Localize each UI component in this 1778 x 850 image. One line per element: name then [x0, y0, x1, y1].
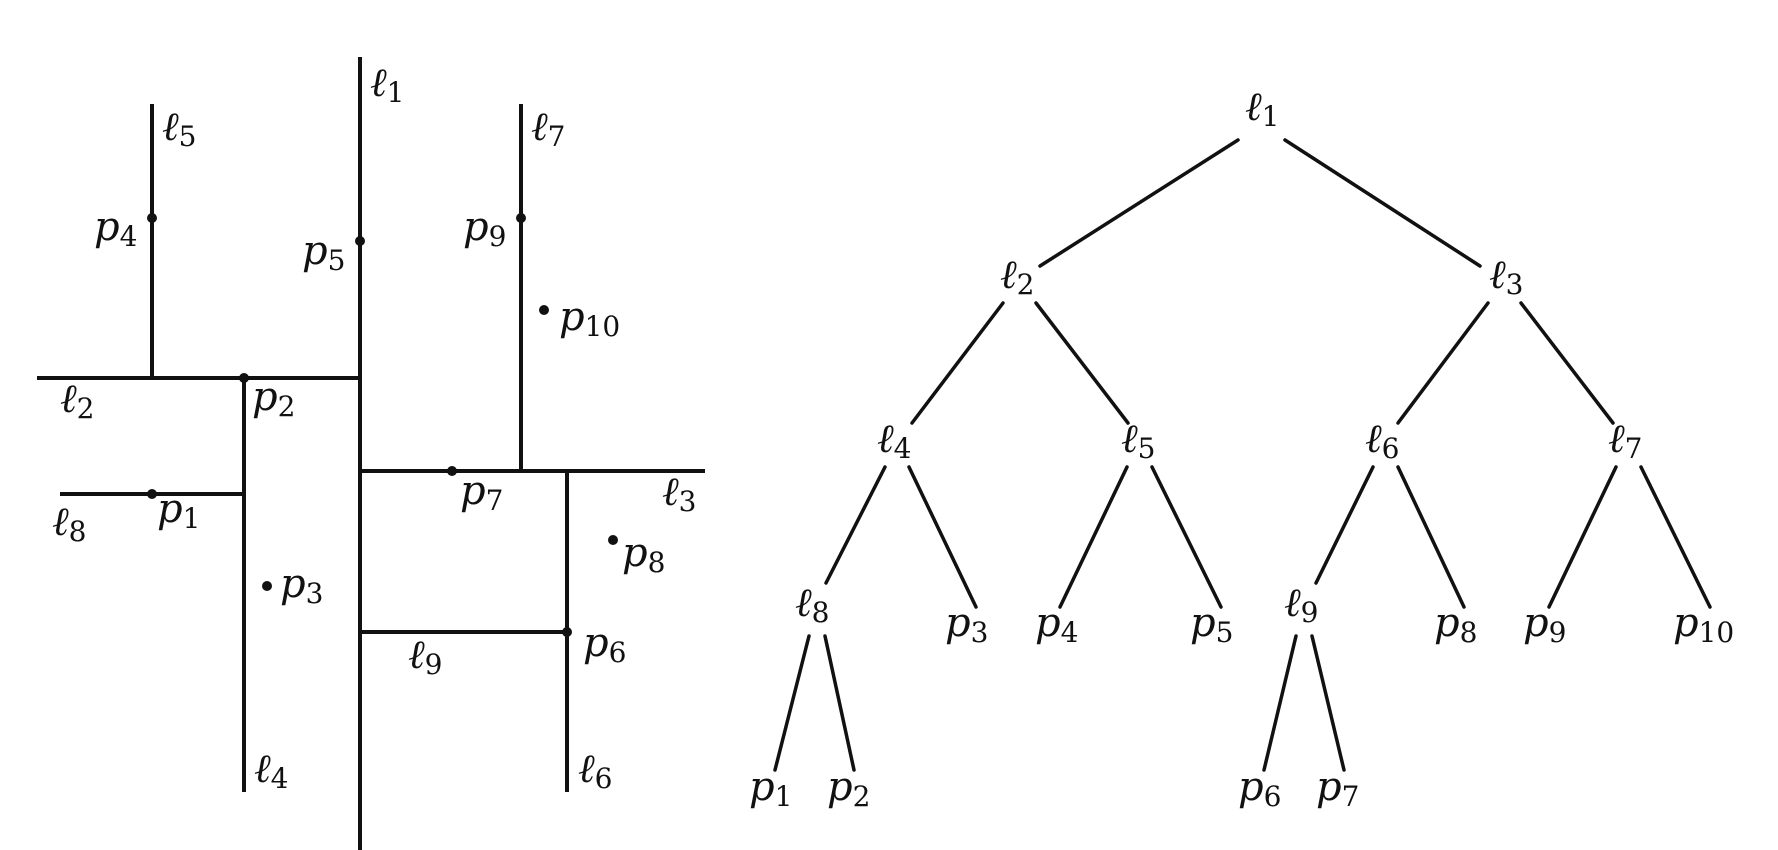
tree-node-l3: ℓ3: [1489, 252, 1524, 301]
tree-edge-l2-l5: [1034, 301, 1130, 425]
point-p4: [147, 213, 157, 223]
tree-edge-l6-l9: [1314, 465, 1375, 585]
label-p2: p2: [252, 374, 295, 423]
tree-node-l8: ℓ8: [795, 580, 830, 629]
label-p9: p9: [463, 204, 506, 253]
tree-edge-l7-p9: [1547, 465, 1618, 609]
label-l5: ℓ5: [162, 104, 197, 153]
tree-leaf-p1: p1: [749, 764, 792, 813]
tree-node-l6: ℓ6: [1365, 416, 1400, 465]
tree-edge-l4-l8: [824, 465, 887, 585]
tree-leaf-p4: p4: [1035, 600, 1078, 649]
label-l4: ℓ4: [254, 746, 289, 795]
tree-leaf-p10: p10: [1673, 600, 1734, 649]
tree-edge-l1-l2: [1038, 138, 1240, 268]
tree-node-l5: ℓ5: [1121, 416, 1156, 465]
label-l2: ℓ2: [60, 376, 95, 425]
label-l7: ℓ7: [531, 104, 566, 153]
tree-node-l1: ℓ1: [1245, 84, 1280, 133]
label-p8: p8: [622, 530, 665, 579]
label-l8: ℓ8: [52, 499, 87, 548]
label-p10: p10: [559, 294, 620, 343]
point-p5: [355, 236, 365, 246]
tree-node-l9: ℓ9: [1284, 580, 1319, 629]
label-l3: ℓ3: [662, 469, 697, 518]
tree-edge-l6-p8: [1396, 465, 1466, 609]
label-p3: p3: [280, 561, 323, 610]
point-p2: [239, 373, 249, 383]
tree-diagram: ℓ1 ℓ2 ℓ3 ℓ4 ℓ5 ℓ6 ℓ7 ℓ8 ℓ9 p1 p2 p3 p4 p…: [749, 84, 1734, 813]
tree-edge-l4-p3: [907, 465, 978, 609]
tree-edge-l8-p1: [773, 634, 811, 772]
tree-node-l2: ℓ2: [1000, 252, 1035, 301]
label-l1: ℓ1: [370, 60, 405, 109]
tree-leaf-p6: p6: [1238, 764, 1281, 813]
point-p8: [608, 535, 618, 545]
label-p6: p6: [583, 620, 626, 669]
tree-edge-l8-p2: [823, 634, 856, 772]
tree-edge-l7-p10: [1639, 465, 1712, 609]
point-p7: [447, 466, 457, 476]
tree-leaf-p3: p3: [945, 600, 988, 649]
tree-leaf-p7: p7: [1316, 764, 1359, 813]
point-p9: [516, 213, 526, 223]
tree-edge-l9-p7: [1310, 634, 1346, 772]
point-p3: [262, 581, 272, 591]
tree-edge-l1-l3: [1283, 138, 1482, 268]
point-p1: [147, 489, 157, 499]
partition-diagram: ℓ1 ℓ2 ℓ3 ℓ4 ℓ5 ℓ6 ℓ7 ℓ8 ℓ9 p1 p2 p3 p4 p…: [37, 57, 705, 850]
point-p10: [539, 305, 549, 315]
tree-leaf-p5: p5: [1190, 600, 1233, 649]
tree-edge-l5-p5: [1150, 465, 1223, 609]
tree-node-l7: ℓ7: [1608, 416, 1643, 465]
tree-edge-l2-l4: [910, 301, 1005, 425]
tree-edge-l9-p6: [1262, 634, 1298, 772]
label-p5: p5: [302, 228, 345, 277]
label-p7: p7: [460, 468, 503, 517]
label-p4: p4: [94, 204, 137, 253]
tree-edge-l3-l7: [1519, 301, 1615, 425]
tree-edge-l3-l6: [1396, 301, 1490, 425]
label-l9: ℓ9: [408, 632, 443, 681]
tree-node-l4: ℓ4: [877, 416, 912, 465]
tree-leaf-p2: p2: [827, 764, 870, 813]
label-p1: p1: [157, 486, 200, 535]
tree-edge-l5-p4: [1058, 465, 1129, 609]
tree-leaf-p8: p8: [1434, 600, 1477, 649]
point-p6: [562, 627, 572, 637]
label-l6: ℓ6: [578, 746, 613, 795]
tree-leaf-p9: p9: [1523, 600, 1566, 649]
